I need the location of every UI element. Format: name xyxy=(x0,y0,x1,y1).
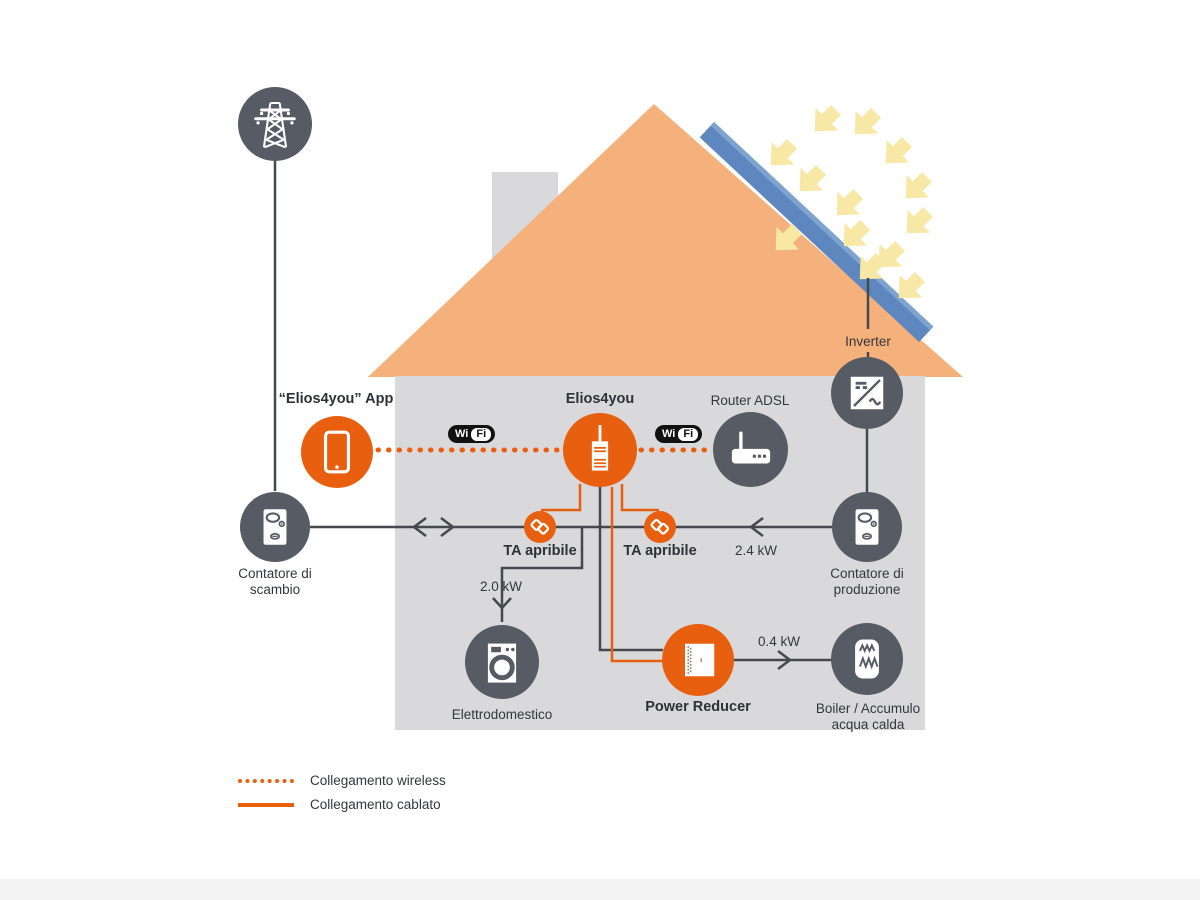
monitor-device-icon xyxy=(591,425,609,471)
wire-elios-to-ta-left xyxy=(541,484,582,512)
ta-right-label: TA apribile xyxy=(623,543,697,559)
inverter-icon xyxy=(850,376,884,410)
current-clamp-icon xyxy=(530,518,550,535)
elios4you-label: Elios4you xyxy=(565,391,635,407)
app-node xyxy=(301,416,373,488)
router-icon xyxy=(731,430,770,463)
legend-wired-label: Collegamento cablato xyxy=(310,797,441,812)
tablet-icon xyxy=(323,430,351,474)
wire-elios-to-power-reducer xyxy=(598,487,663,652)
sun-ray-arrow xyxy=(895,200,940,245)
inverter-label: Inverter xyxy=(845,334,891,349)
arrow-right-icon xyxy=(440,517,456,537)
sun-ray-arrow xyxy=(874,130,919,175)
flow-to-appliance-value: 2.0 kW xyxy=(479,579,523,594)
ta-left-label: TA apribile xyxy=(503,543,577,559)
wifi-badge-wi: Wi xyxy=(662,427,676,440)
power-pylon-icon xyxy=(254,101,296,149)
arrow-left-icon xyxy=(411,517,427,537)
arrow-left-icon xyxy=(748,517,764,537)
power-reducer-icon xyxy=(685,643,715,677)
sun-ray-arrow xyxy=(803,98,848,143)
sun-ray-arrow xyxy=(825,182,870,227)
app-label: “Elios4you” App xyxy=(278,391,394,407)
router-node xyxy=(713,412,788,487)
sun-ray-arrow xyxy=(759,132,804,177)
elios4you-node xyxy=(563,413,637,487)
ta-clamp-right-node xyxy=(644,511,676,543)
sun-ray-arrow xyxy=(788,158,833,203)
power-reducer-node xyxy=(662,624,734,696)
exchange-meter-node xyxy=(240,492,310,562)
power-reducer-label: Power Reducer xyxy=(645,699,751,715)
ta-clamp-left-node xyxy=(524,511,556,543)
wire-to-appliance xyxy=(500,528,584,622)
legend-row-wireless: Collegamento wireless xyxy=(238,773,446,788)
legend-solid-line-sample xyxy=(238,802,294,807)
wire-control-to-power-reducer xyxy=(610,487,664,663)
inverter-node xyxy=(831,357,903,429)
production-meter-node xyxy=(832,492,902,562)
legend-wireless-label: Collegamento wireless xyxy=(310,773,446,788)
legend-dotted-line-sample xyxy=(238,778,294,783)
legend-row-wired: Collegamento cablato xyxy=(238,797,441,812)
flow-from-production-value: 2.4 kW xyxy=(734,543,778,558)
wire-elios-to-ta-right xyxy=(620,484,659,512)
appliance-label: Elettrodomestico xyxy=(451,707,553,722)
energy-meter-icon xyxy=(263,509,287,545)
production-meter-label: Contatore di produzione xyxy=(830,566,904,597)
house-roof xyxy=(368,104,963,377)
wifi-badge-fi: Fi xyxy=(470,426,493,442)
wired-connections-orange xyxy=(541,484,664,663)
wifi-badge-fi: Fi xyxy=(677,426,700,442)
boiler-label: Boiler / Accumulo acqua calda xyxy=(815,701,921,732)
sun-ray-arrow xyxy=(843,101,888,146)
current-clamp-icon xyxy=(650,518,670,535)
wifi-badge: Wi Fi xyxy=(655,425,703,443)
grid-pylon-node xyxy=(238,87,312,161)
wifi-badge: Wi Fi xyxy=(448,425,496,443)
wifi-badge-wi: Wi xyxy=(455,427,469,440)
flow-to-boiler-value: 0.4 kW xyxy=(757,634,801,649)
wired-connections-gray xyxy=(273,161,870,670)
router-label: Router ADSL xyxy=(710,393,790,408)
appliance-node xyxy=(465,625,539,699)
sun-ray-arrow xyxy=(894,165,939,210)
washing-machine-icon xyxy=(487,643,517,683)
page-bottom-strip xyxy=(0,879,1200,900)
boiler-coil-icon xyxy=(855,639,879,679)
arrow-right-icon xyxy=(777,650,793,670)
energy-meter-icon xyxy=(855,509,879,545)
boiler-node xyxy=(831,623,903,695)
exchange-meter-label: Contatore di scambio xyxy=(238,566,312,597)
arrow-down-icon xyxy=(492,597,512,610)
